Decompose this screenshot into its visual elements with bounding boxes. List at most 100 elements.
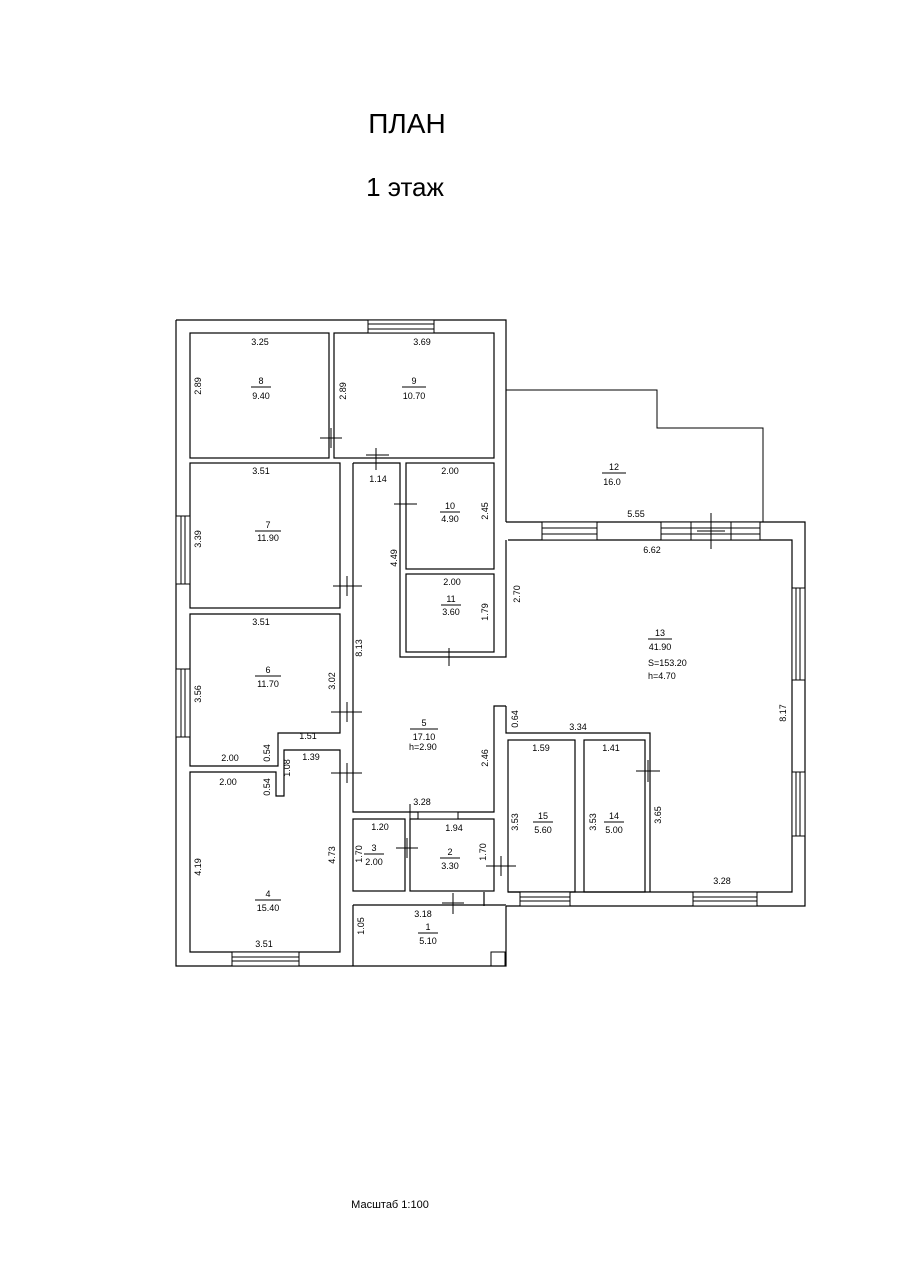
dim-r13-right: 8.17 — [778, 704, 788, 722]
window-bottom-room-15 — [519, 891, 571, 907]
room-9-number: 9 — [411, 376, 416, 386]
dim-r6-left-bottom: 2.00 — [221, 753, 239, 763]
room-1-walls — [352, 904, 506, 966]
door-room-5-top — [366, 448, 389, 470]
plan-title: ПЛАН — [368, 108, 445, 139]
room-label-2: 2 3.30 — [440, 847, 460, 871]
room-10-area: 4.90 — [441, 514, 459, 524]
room-label-5: 5 17.10 h=2.90 — [409, 718, 438, 752]
room-6-area: 11.70 — [257, 679, 279, 689]
dim-r2-top: 1.94 — [445, 823, 463, 833]
room-5-number: 5 — [421, 718, 426, 728]
window-left-room-7 — [175, 515, 191, 585]
dim-r7-top: 3.51 — [252, 466, 270, 476]
room-9-area: 10.70 — [403, 391, 426, 401]
window-left-room-6 — [175, 668, 191, 738]
plan-subtitle: 1 этаж — [366, 172, 444, 202]
room-2-area: 3.30 — [441, 861, 459, 871]
walls — [175, 319, 806, 967]
dim-r5-notch: 0.64 — [510, 710, 520, 728]
dim-r1-top: 3.18 — [414, 909, 432, 919]
dim-r3-side: 1.70 — [354, 845, 364, 863]
dim-r9-side: 2.89 — [338, 382, 348, 400]
room-15-area: 5.60 — [534, 825, 552, 835]
room-12-area: 16.0 — [603, 477, 621, 487]
dim-r4-side: 4.19 — [193, 858, 203, 876]
dim-r10-side: 2.45 — [480, 502, 490, 520]
dim-r4-bottom: 3.51 — [255, 939, 273, 949]
dim-r6-right: 3.02 — [327, 672, 337, 690]
dim-r5-long: 8.13 — [354, 639, 364, 657]
room-14-area: 5.00 — [605, 825, 623, 835]
dim-r5-door: 1.14 — [369, 474, 387, 484]
terrace-outline — [506, 389, 764, 522]
room-8-number: 8 — [258, 376, 263, 386]
dim-r13-mid: 3.34 — [569, 722, 587, 732]
dim-r13-inner: 3.65 — [653, 806, 663, 824]
dim-r9-top: 3.69 — [413, 337, 431, 347]
room-12-number: 12 — [609, 462, 619, 472]
dim-r8-side: 2.89 — [193, 377, 203, 395]
room-14-number: 14 — [609, 811, 619, 821]
dim-r15-side: 3.53 — [510, 813, 520, 831]
room-label-14: 14 5.00 — [604, 811, 624, 835]
dim-r5-side: 4.49 — [389, 549, 399, 567]
dim-r13-bottom: 3.28 — [713, 876, 731, 886]
room-8-area: 9.40 — [252, 391, 270, 401]
door-room-7 — [333, 576, 362, 596]
room-label-1: 1 5.10 — [418, 922, 438, 946]
room-3-number: 3 — [371, 843, 376, 853]
dim-r2-side: 1.70 — [478, 843, 488, 861]
outer-wall-left-block — [175, 319, 507, 967]
room-label-3: 3 2.00 — [364, 843, 384, 867]
dim-r4-top-right: 1.39 — [302, 752, 320, 762]
door-room-14 — [636, 760, 660, 782]
door-room-6 — [331, 702, 362, 722]
windows — [175, 319, 806, 967]
room-1-number: 1 — [425, 922, 430, 932]
room-13-mid-wall — [505, 706, 651, 892]
dim-r1-side: 1.05 — [356, 917, 366, 935]
room-7-area: 11.90 — [257, 533, 279, 543]
door-room-11 — [436, 648, 462, 666]
room-15-number: 15 — [538, 811, 548, 821]
dim-r8-top: 3.25 — [251, 337, 269, 347]
dim-r5-right: 2.46 — [480, 749, 490, 767]
dim-r14-top: 1.41 — [602, 743, 620, 753]
window-bottom-room-4 — [231, 951, 300, 967]
dim-r15-top: 1.59 — [532, 743, 550, 753]
outer-wall-right-block — [506, 521, 806, 907]
room-label-8: 8 9.40 — [251, 376, 271, 401]
dim-r6-side: 3.56 — [193, 685, 203, 703]
window-bottom-room-13 — [692, 891, 758, 907]
window-top-room-9 — [367, 319, 435, 334]
dim-r6-top: 3.51 — [252, 617, 270, 627]
room-5-walls — [352, 462, 507, 813]
room-2-number: 2 — [447, 847, 452, 857]
total-area-label: S=153.20 — [648, 658, 687, 668]
room-1-area: 5.10 — [419, 936, 437, 946]
room-label-4: 4 15.40 — [255, 889, 281, 913]
dim-r4-step-h: 1.08 — [282, 759, 292, 777]
window-top-room-13-left — [541, 521, 598, 541]
dim-r11-top: 2.00 — [443, 577, 461, 587]
room-6-walls — [189, 613, 341, 767]
dim-r4-right: 4.73 — [327, 846, 337, 864]
room-11-walls — [405, 573, 495, 653]
door-room-8 — [320, 428, 342, 448]
dimension-labels: 3.25 3.69 3.51 1.14 2.00 5.55 6.62 2.00 … — [193, 337, 788, 949]
room-label-11: 11 3.60 — [441, 594, 461, 617]
room-label-9: 9 10.70 — [402, 376, 426, 401]
door-room-3 — [396, 838, 418, 858]
room-label-6: 6 11.70 — [255, 665, 281, 689]
room-4-number: 4 — [265, 889, 270, 899]
room-11-area: 3.60 — [442, 607, 460, 617]
window-room-2-top — [417, 811, 459, 820]
room-6-number: 6 — [265, 665, 270, 675]
dim-r6-bottom: 1.51 — [299, 731, 317, 741]
room-7-number: 7 — [265, 520, 270, 530]
window-right-room-13-upper — [791, 587, 806, 681]
dim-r11-side: 1.79 — [480, 603, 490, 621]
room-10-walls — [405, 462, 495, 570]
dim-r10-top: 2.00 — [441, 466, 459, 476]
